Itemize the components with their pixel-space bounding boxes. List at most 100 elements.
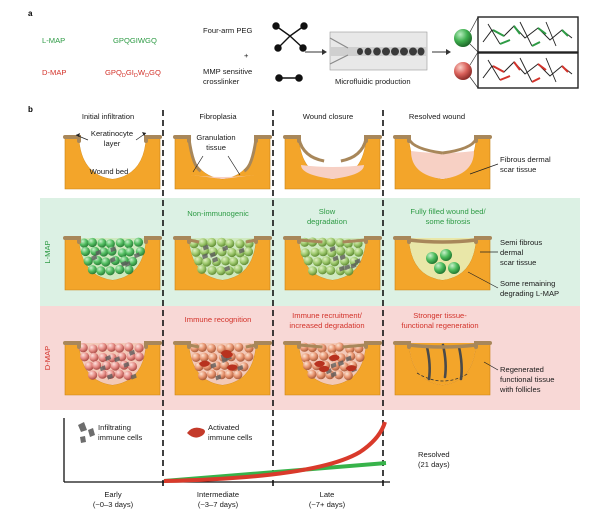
immune-cell xyxy=(99,365,106,372)
lmap-sphere xyxy=(191,247,201,257)
granulation-tissue xyxy=(301,165,364,179)
lmap-label: L-MAP xyxy=(42,36,65,45)
zoom-lines xyxy=(469,16,479,89)
immune-cell xyxy=(202,244,209,251)
epidermis-closed xyxy=(408,343,477,349)
lmap-sphere xyxy=(117,248,127,258)
dmap-sphere xyxy=(225,343,235,353)
lmap-sphere xyxy=(312,257,323,267)
immune-cell xyxy=(345,355,352,362)
epidermis-migrating xyxy=(245,343,257,349)
dmap-note: Immune recognition xyxy=(185,315,252,324)
immune-cell xyxy=(332,255,339,262)
dmap-sphere xyxy=(343,371,353,381)
lmap-sphere xyxy=(235,239,245,249)
lmap-sphere xyxy=(310,247,320,257)
immune-cell xyxy=(114,356,121,363)
lmap-sphere xyxy=(229,257,239,267)
lmap-sphere xyxy=(105,266,115,276)
dmap-sphere xyxy=(233,370,243,380)
immune-cell xyxy=(121,260,127,267)
wound-bed xyxy=(79,137,146,179)
infiltrating-cell-icon xyxy=(78,422,95,443)
lmap-particle xyxy=(454,29,472,47)
epidermis-left xyxy=(63,236,81,244)
activated-immune-cell xyxy=(328,354,340,362)
phase-intermediate: Intermediate(~3–7 days) xyxy=(197,490,239,509)
lmap-sphere xyxy=(227,247,237,258)
dmap-sphere xyxy=(134,343,144,353)
lmap-sphere xyxy=(198,238,208,248)
phase-late: Late(~7+ days) xyxy=(309,490,346,509)
lmap-sphere xyxy=(115,238,125,248)
activated-immune-cell xyxy=(220,349,232,357)
panel-a-label: a xyxy=(28,9,33,18)
epidermis-migrating xyxy=(298,343,323,349)
lmap-sphere xyxy=(300,248,310,258)
dmap-seq-sub: D xyxy=(122,73,126,79)
immune-cell xyxy=(344,264,351,271)
lmap-sphere xyxy=(202,257,212,267)
lmap-sphere xyxy=(321,256,331,266)
immune-cell xyxy=(337,360,344,367)
epidermis-migrating xyxy=(243,138,258,173)
lmap-sphere xyxy=(197,264,207,274)
immune-cell xyxy=(221,357,228,363)
epidermis-migrating xyxy=(245,238,257,244)
epidermis-right xyxy=(144,341,162,349)
dmap-sphere xyxy=(97,342,108,352)
lmap-sphere xyxy=(124,239,134,249)
dmap-sphere xyxy=(309,352,319,362)
lmap-sphere xyxy=(207,237,217,248)
wound-bed-label: Wound bed xyxy=(90,167,129,176)
dmap-sequence: GPQDGIDWDGQ xyxy=(105,68,161,79)
dmap-sphere xyxy=(208,352,218,362)
epidermis-migrating xyxy=(188,238,200,244)
dmap-sphere xyxy=(191,352,201,362)
four-arm-peg-icon xyxy=(272,22,308,52)
dmap-sphere xyxy=(206,343,216,353)
arrow-to-chip xyxy=(305,49,327,55)
panel-a: a L-MAP GPQGIWGQ D-MAP GPQDGIDWDGQ Four-… xyxy=(28,9,579,89)
lmap-sphere xyxy=(354,247,364,257)
dmap-sphere xyxy=(199,352,209,362)
lmap-sphere xyxy=(317,265,328,275)
remaining-lmap-sphere xyxy=(434,262,446,274)
lmap-sphere xyxy=(318,247,328,257)
lmap-sphere xyxy=(216,266,226,276)
dmap-sphere xyxy=(127,361,138,372)
lmap-sphere xyxy=(207,265,217,275)
immune-cell xyxy=(339,254,346,261)
dmap-sphere xyxy=(198,371,208,381)
dmap-sphere xyxy=(97,369,108,379)
dmap-sphere xyxy=(244,352,254,362)
stage-title: Fibroplasia xyxy=(199,112,237,121)
lmap-network-box xyxy=(477,16,579,53)
epidermis-migrating xyxy=(342,238,367,244)
dmap-sphere xyxy=(234,342,244,352)
immune-cell xyxy=(107,373,113,380)
timeline-axes xyxy=(63,418,390,483)
dmap-sphere xyxy=(197,342,207,352)
remaining-lmap-sphere xyxy=(448,262,460,274)
wound-panels xyxy=(63,135,492,396)
dmap-seq-part: GI xyxy=(126,68,134,77)
dmap-seq-sub: D xyxy=(145,73,149,79)
dmap-sphere xyxy=(327,344,337,354)
plus-sign: + xyxy=(244,51,249,60)
immune-cell xyxy=(329,246,336,252)
immune-cell xyxy=(110,246,117,253)
lmap-sphere xyxy=(87,237,97,248)
immune-cell xyxy=(350,262,357,269)
dmap-sphere xyxy=(110,361,120,371)
dmap-sphere xyxy=(355,352,365,362)
immune-cell xyxy=(91,254,98,261)
resolved-label: Resolved(21 days) xyxy=(418,450,450,469)
remaining-lmap-sphere xyxy=(440,249,452,261)
epidermis-right xyxy=(144,135,162,143)
lmap-sphere xyxy=(326,265,336,275)
dmap-sphere xyxy=(302,360,312,371)
